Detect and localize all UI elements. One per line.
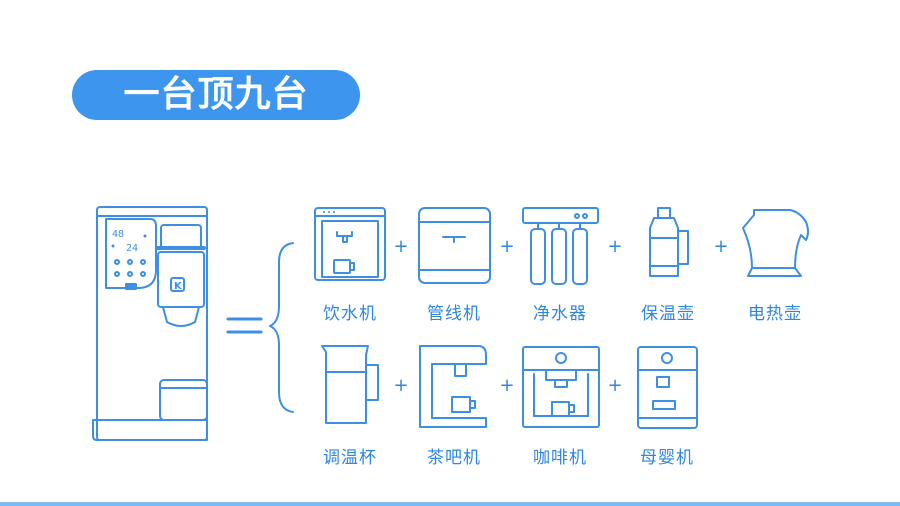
label-pipeline-machine: 管线机 [427,304,481,324]
water-purifier-icon [522,207,599,285]
pipeline-machine-icon [418,207,491,284]
label-electric-kettle: 电热壶 [748,304,802,324]
label-thermos: 保温壶 [641,304,695,324]
plus-sign: + [713,236,729,257]
page-title: 一台顶九台 [123,74,309,115]
label-water-purifier: 净水器 [533,304,587,324]
plus-sign: + [607,375,623,396]
display-temperature: 48 [112,229,124,240]
label-coffee-machine: 咖啡机 [533,448,587,468]
curly-brace [269,242,294,413]
plus-sign: + [607,236,623,257]
water-dispenser-icon [314,207,386,281]
bottom-accent-bar [0,502,900,506]
plus-sign: + [393,236,409,257]
thermos-icon [649,207,689,277]
product-logo: K [174,281,183,292]
temperature-cup-icon [321,345,379,424]
plus-sign: + [393,375,409,396]
display-value: 24 [126,243,138,254]
label-temperature-cup: 调温杯 [323,448,377,468]
main-product-icon: 48 24 K [92,206,208,441]
coffee-machine-icon [522,346,600,428]
equals-sign [226,317,263,334]
label-water-dispenser: 饮水机 [323,304,377,324]
title-banner: 一台顶九台 [72,70,360,120]
tea-bar-machine-icon [419,345,487,428]
electric-kettle-icon [742,209,809,277]
label-baby-formula-machine: 母婴机 [640,448,694,468]
label-tea-bar-machine: 茶吧机 [427,448,481,468]
plus-sign: + [499,236,515,257]
baby-formula-machine-icon [637,346,698,429]
plus-sign: + [499,375,515,396]
